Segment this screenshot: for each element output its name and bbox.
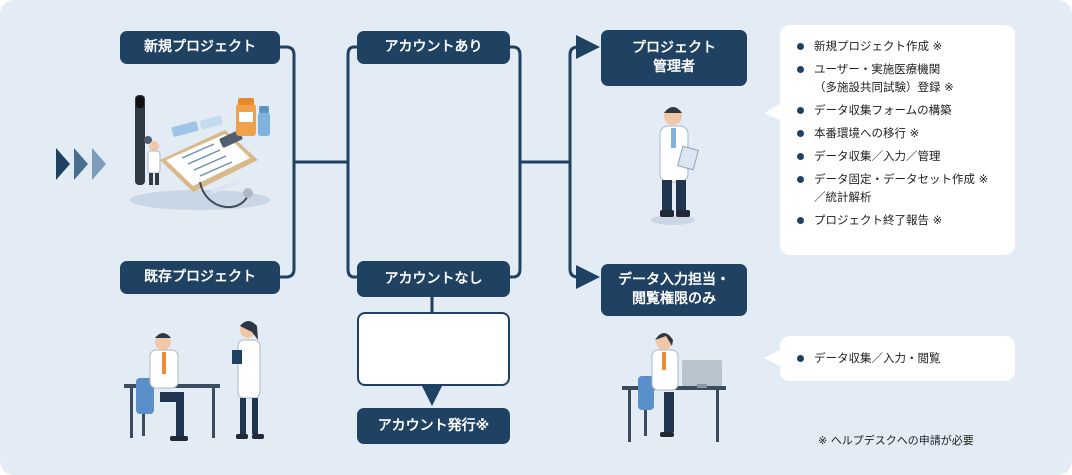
bullet-icon: [797, 130, 804, 137]
data-entry-role-node: データ入力担当・ 閲覧権限のみ: [601, 264, 747, 316]
bullet-icon: [797, 176, 804, 183]
task-text: データ収集フォームの構築: [814, 103, 952, 117]
bullet-icon: [797, 153, 804, 160]
task-item: データ固定・データセット作成 ※ ／統計解析: [794, 170, 1007, 206]
middle-left-bracket: [346, 45, 357, 279]
task-item: プロジェクト終了報告 ※: [794, 211, 1007, 229]
issue-account-node: アカウント発行※: [357, 408, 510, 444]
task-text: ユーザー・実施医療機関 （多施設共同試験）登録 ※: [814, 62, 954, 94]
task-item: データ収集／入力／管理: [794, 147, 1007, 165]
entry-task-list: データ収集／入力・閲覧: [794, 349, 1007, 367]
task-text: プロジェクト終了報告 ※: [814, 213, 943, 227]
new-project-node: 新規プロジェクト: [120, 31, 280, 64]
right-fork: [568, 45, 579, 279]
entry-card-tail: [764, 350, 780, 366]
task-item: ユーザー・実施医療機関 （多施設共同試験）登録 ※: [794, 60, 1007, 96]
project-manager-node: プロジェクト 管理者: [601, 30, 747, 86]
footnote: ※ ヘルプデスクへの申請が必要: [818, 434, 974, 447]
manager-task-list: 新規プロジェクト作成 ※ ユーザー・実施医療機関 （多施設共同試験）登録 ※ データ…: [794, 37, 1007, 229]
task-item: 新規プロジェクト作成 ※: [794, 37, 1007, 55]
bullet-icon: [797, 66, 804, 73]
task-text: 本番環境への移行 ※: [814, 126, 920, 140]
existing-project-node: 既存プロジェクト: [120, 261, 280, 294]
bullet-icon: [797, 355, 804, 362]
no-account-node: アカウントなし: [357, 261, 510, 297]
task-text: データ固定・データセット作成 ※ ／統計解析: [814, 172, 989, 204]
task-item: データ収集／入力・閲覧: [794, 349, 1007, 367]
manager-tasks-card: 新規プロジェクト作成 ※ ユーザー・実施医療機関 （多施設共同試験）登録 ※ データ…: [780, 25, 1015, 255]
bullet-icon: [797, 43, 804, 50]
has-account-node: アカウントあり: [357, 31, 510, 64]
manager-card-tail: [764, 104, 780, 120]
bullet-icon: [797, 107, 804, 114]
task-text: データ収集／入力・閲覧: [814, 351, 941, 365]
bullet-icon: [797, 217, 804, 224]
task-item: 本番環境への移行 ※: [794, 124, 1007, 142]
task-text: データ収集／入力／管理: [814, 149, 941, 163]
empty-box: [357, 312, 510, 386]
task-text: 新規プロジェクト作成 ※: [814, 39, 943, 53]
task-item: データ収集フォームの構築: [794, 101, 1007, 119]
entry-tasks-card: データ収集／入力・閲覧: [780, 336, 1015, 381]
